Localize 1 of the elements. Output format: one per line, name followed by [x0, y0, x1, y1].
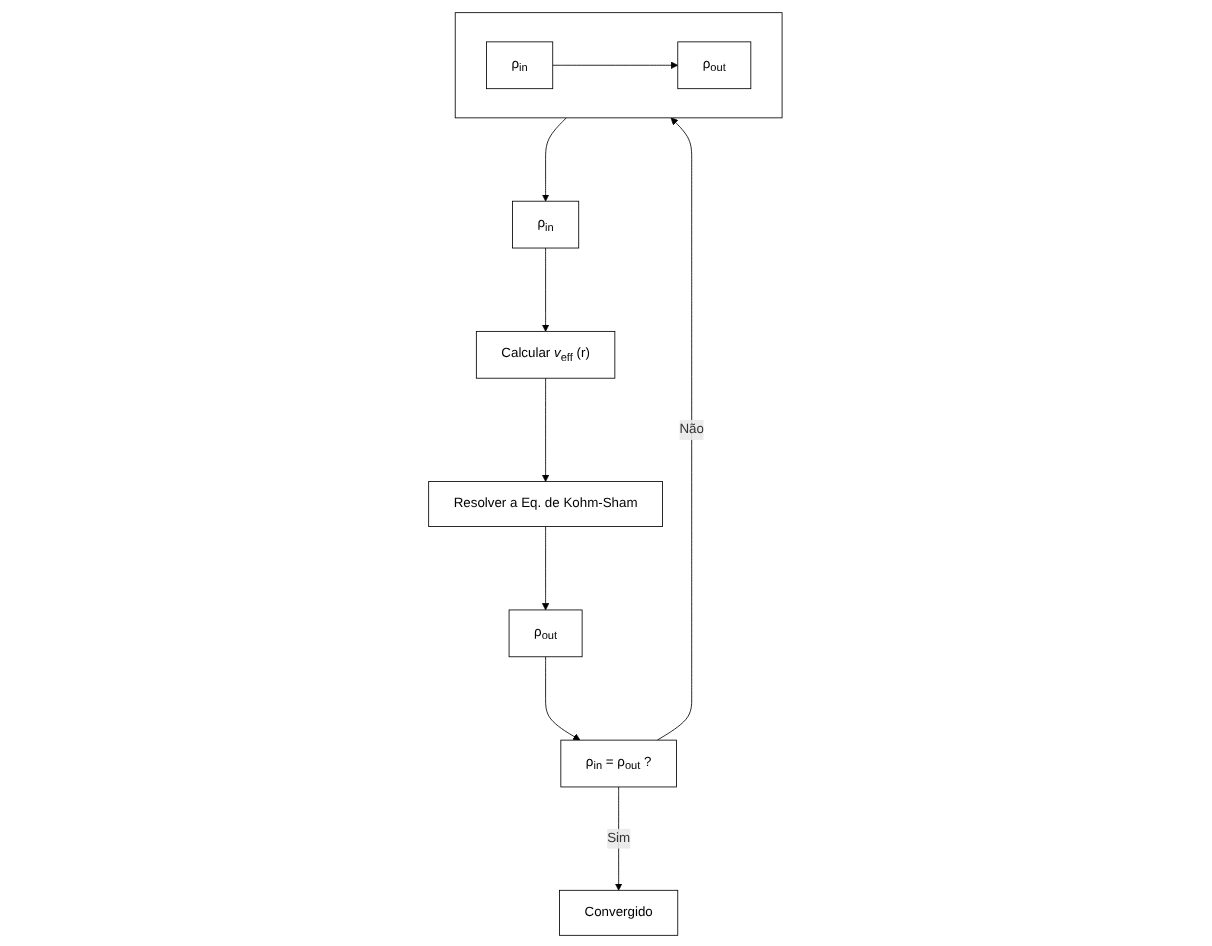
cluster — [455, 11, 784, 118]
